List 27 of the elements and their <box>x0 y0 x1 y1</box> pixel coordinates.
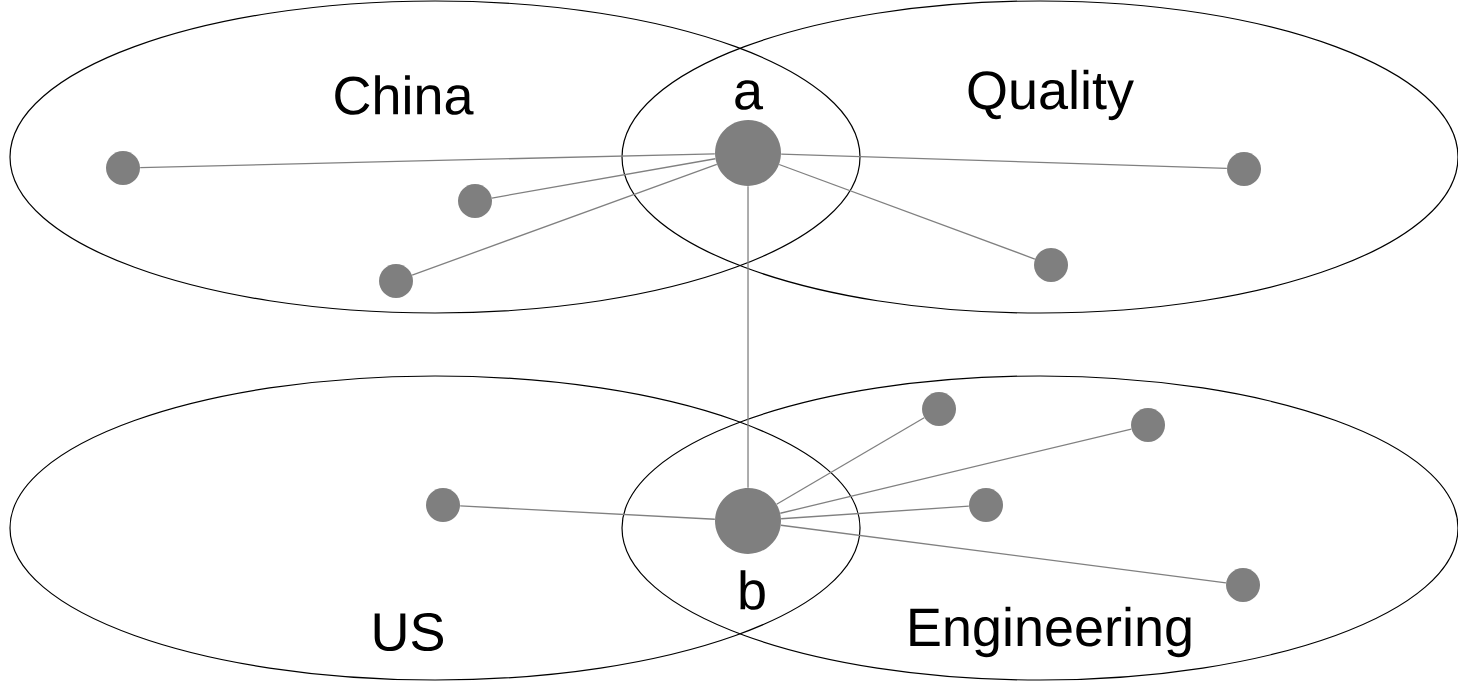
set-label: US <box>374 612 443 652</box>
connector-line <box>780 524 1227 584</box>
set-label: China <box>335 75 474 115</box>
dot <box>379 264 413 298</box>
connector-line <box>778 163 1036 260</box>
connector-line <box>779 428 1132 514</box>
dot <box>106 151 140 185</box>
dot <box>1227 152 1261 186</box>
dot <box>426 488 460 522</box>
connector-line <box>776 417 925 505</box>
set-label: Engineering <box>910 606 1191 658</box>
connector-line <box>747 185 749 489</box>
connector-line <box>139 153 716 169</box>
connector-line <box>491 158 716 199</box>
dot <box>922 392 956 426</box>
dot <box>969 488 1003 522</box>
dot <box>1131 408 1165 442</box>
set-label: Quality <box>968 69 1134 121</box>
point-label: a <box>735 80 764 110</box>
point-label: b <box>740 570 765 610</box>
dot <box>458 184 492 218</box>
connector-line <box>411 163 718 276</box>
connector-line <box>780 153 1228 170</box>
connector-line <box>459 505 716 520</box>
connector-line <box>780 505 970 520</box>
dot <box>1034 248 1068 282</box>
dot <box>1226 568 1260 602</box>
